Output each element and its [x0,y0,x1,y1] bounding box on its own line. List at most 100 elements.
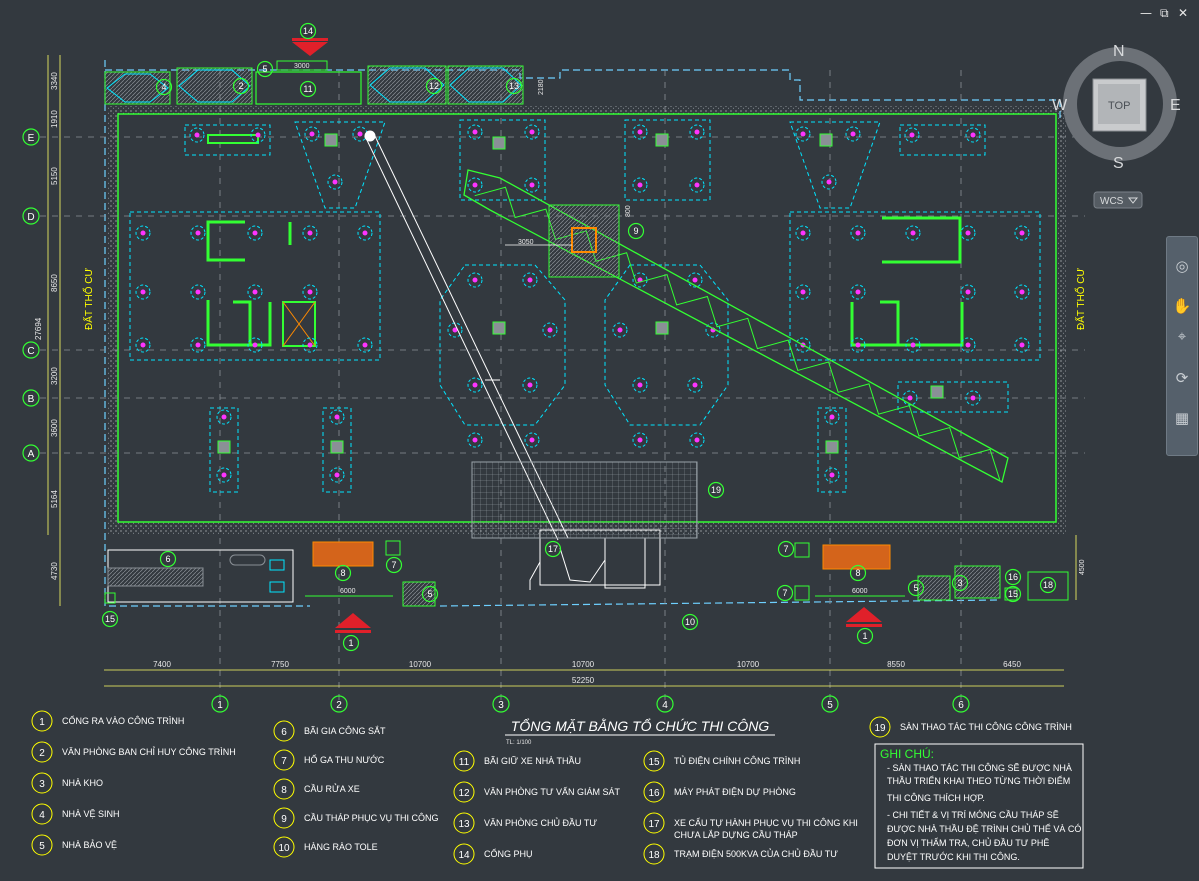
pile [247,337,263,353]
pile [960,284,976,300]
dim-left-3: 8650 [50,274,59,292]
legend-text: NHÀ VỆ SINH [62,809,120,819]
pile-center [221,414,227,420]
callout-label: 14 [303,26,313,36]
pile-center [472,382,478,388]
pile-center [529,182,535,188]
pile-center [637,382,643,388]
pile-center [965,342,971,348]
pile [522,377,538,393]
viewcube-west[interactable]: W [1052,97,1068,114]
pile [1014,337,1030,353]
zoom-icon[interactable]: ⌖ [1177,327,1187,345]
minimize-icon[interactable]: — [1140,6,1152,20]
dim-bottom-0: 7400 [153,660,171,669]
column [492,321,506,335]
side-label-right: ĐẤT THỔ CƯ [1074,267,1087,330]
pile-center [472,437,478,443]
pile [687,377,703,393]
notes-line-2: THI CÔNG THÍCH HỢP. [887,793,985,803]
callout-bubble: 4 [155,78,173,96]
restore-icon[interactable]: ⧉ [1160,6,1169,20]
pile-center [527,382,533,388]
legend-text: BÃI GIA CÔNG SẮT [304,726,386,736]
viewcube-south[interactable]: S [1113,155,1124,172]
legend-number: 8 [281,785,287,796]
legend-text: TRẠM ĐIỆN 500KVA CỦA CHỦ ĐẦU TƯ [674,848,838,859]
pile [795,284,811,300]
left-dimensions: 3340 1910 5150 8650 3200 3600 5164 4730 … [34,55,61,606]
pile [524,177,540,193]
steering-wheel-icon[interactable]: ◎ [1175,257,1189,275]
pile [304,126,320,142]
piles [135,124,1030,483]
pile-center [800,131,806,137]
pile-center [452,327,458,333]
legend-number: 14 [458,850,470,861]
dim-crane-base: 800 [625,205,632,217]
pile-center [140,289,146,295]
callout-bubble: 15 [1004,585,1022,603]
grid-row-2: C [27,346,34,357]
pile-center [1019,342,1025,348]
pile [965,390,981,406]
grid-row-1: D [27,212,34,223]
pile-center [195,230,201,236]
pile [689,432,705,448]
pile-center [221,472,227,478]
pile [357,225,373,241]
orbit-icon[interactable]: ⟳ [1175,369,1189,387]
pile-center [529,437,535,443]
pile [904,127,920,143]
pile [632,377,648,393]
pile [821,174,837,190]
pile-center [472,277,478,283]
callout-bubble: 10 [681,613,699,631]
pile [302,284,318,300]
viewcube-east[interactable]: E [1170,97,1181,114]
legend-text: CẦU RỬA XE [304,783,360,794]
pile-center [826,179,832,185]
pile-center [334,414,340,420]
viewcube-north[interactable]: N [1113,43,1125,60]
pile [850,225,866,241]
pile [357,337,373,353]
showmotion-icon[interactable]: ▦ [1174,409,1190,427]
wcs-dropdown[interactable] [1093,191,1143,209]
callout-bubble: 5 [907,579,925,597]
pile [302,225,318,241]
legend-number: 13 [458,819,470,830]
pile-center [527,277,533,283]
callout-bubble: 14 [299,22,317,40]
notes-line-3: - CHI TIẾT & VỊ TRÍ MÓNG CẦU THÁP SẼ [887,810,1059,820]
pile [905,337,921,353]
pile-center [907,395,913,401]
pile [329,467,345,483]
callout-bubble: 1 [342,634,360,652]
pile [467,432,483,448]
pile [1014,284,1030,300]
pile-center [195,342,201,348]
pile-center [970,132,976,138]
pile-center [252,230,258,236]
column [217,440,231,454]
close-icon[interactable]: ✕ [1178,6,1189,20]
callout-label: 2 [238,81,243,91]
grid-row-4: A [28,449,35,460]
callout-bubble: 2 [232,77,250,95]
viewcube[interactable]: N S E W TOP WCS [1052,43,1181,209]
callout-label: 12 [429,81,439,91]
pile-center [307,230,313,236]
legend-text: BÃI GIỮ XE NHÀ THẦU [484,756,581,766]
pile-center [829,472,835,478]
notes-line-5: ĐƠN VỊ THẨM TRA, CHỦ ĐẦU TƯ PHÊ [887,837,1049,848]
legend-number: 19 [874,723,886,734]
pan-hand-icon[interactable]: ✋ [1172,297,1192,315]
